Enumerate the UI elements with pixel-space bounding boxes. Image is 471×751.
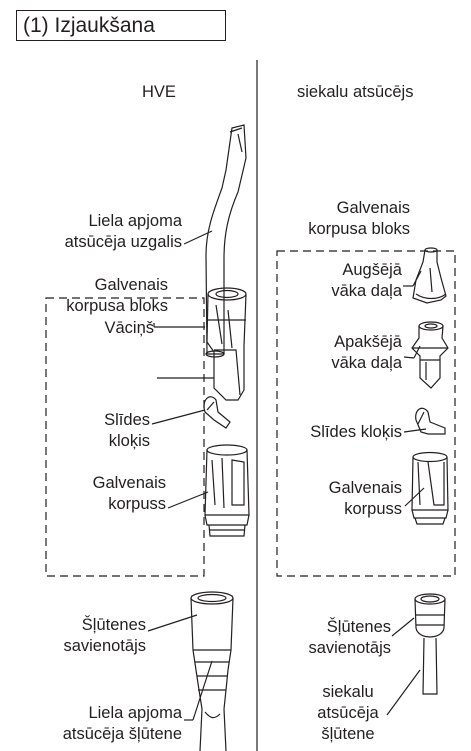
- right-group-box: [276, 250, 456, 577]
- hve-slide-flap-drawing: [203, 396, 231, 429]
- hve-column-heading: HVE: [142, 83, 176, 101]
- saliva-ejector-column-heading: siekalu atsūcējs: [297, 83, 414, 101]
- hve-main-body-drawing: [204, 444, 250, 537]
- hve-main-block-drawing: [206, 287, 247, 401]
- hve-hose-drawing: [199, 708, 227, 751]
- se-main-body-drawing: [411, 451, 449, 525]
- se-slide-flap-label: Slīdes kloķis: [310, 423, 402, 441]
- left-group-box: [45, 297, 205, 577]
- section-title: (1) Izjaukšana: [16, 10, 226, 41]
- se-slide-flap-drawing: [415, 407, 446, 435]
- hve-cap-label: Vāciņš: [104, 319, 154, 337]
- se-lower-cap-drawing: [411, 321, 449, 389]
- se-hose-drawing: [422, 637, 438, 695]
- se-main-block-drawing: [412, 247, 447, 304]
- hve-tip-drawing: [205, 124, 247, 358]
- hve-hose-connector-drawing: [190, 591, 234, 710]
- se-hose-connector-drawing: [414, 593, 446, 638]
